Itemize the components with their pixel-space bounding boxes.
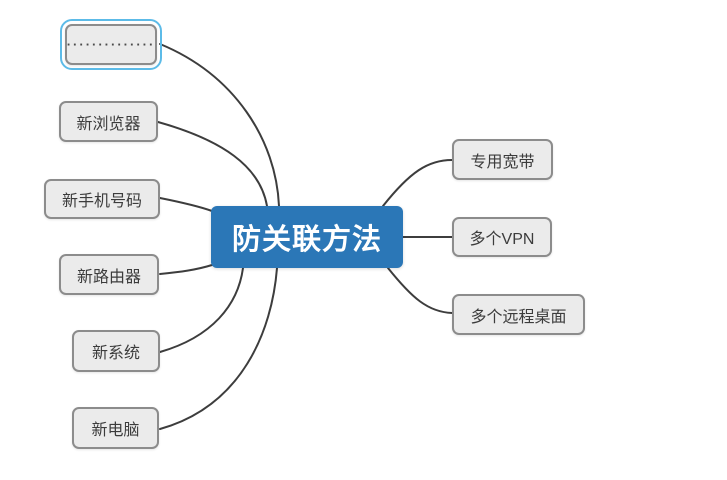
- connector-dotted-node: [159, 43, 280, 207]
- connector-new-browser: [157, 121, 268, 207]
- connector-new-router: [159, 264, 213, 275]
- node-multiple-vpn[interactable]: 多个VPN: [452, 217, 552, 257]
- connector-multiple-remote-desktop: [387, 267, 453, 314]
- connector-new-system: [159, 267, 244, 353]
- node-dotted-placeholder[interactable]: ··············: [60, 19, 162, 70]
- connector-new-phone-number: [159, 197, 213, 212]
- node-multiple-remote-desktop[interactable]: 多个远程桌面: [452, 294, 585, 335]
- node-dedicated-broadband[interactable]: 专用宽带: [452, 139, 553, 180]
- connector-dedicated-broadband: [382, 159, 453, 207]
- node-new-system[interactable]: 新系统: [72, 330, 160, 372]
- node-new-router[interactable]: 新路由器: [59, 254, 159, 295]
- connector-new-computer: [159, 267, 278, 430]
- node-new-computer[interactable]: 新电脑: [72, 407, 159, 449]
- node-new-phone-number[interactable]: 新手机号码: [44, 179, 160, 219]
- center-node-anti-association-method[interactable]: 防关联方法: [211, 206, 403, 268]
- node-new-browser[interactable]: 新浏览器: [59, 101, 158, 142]
